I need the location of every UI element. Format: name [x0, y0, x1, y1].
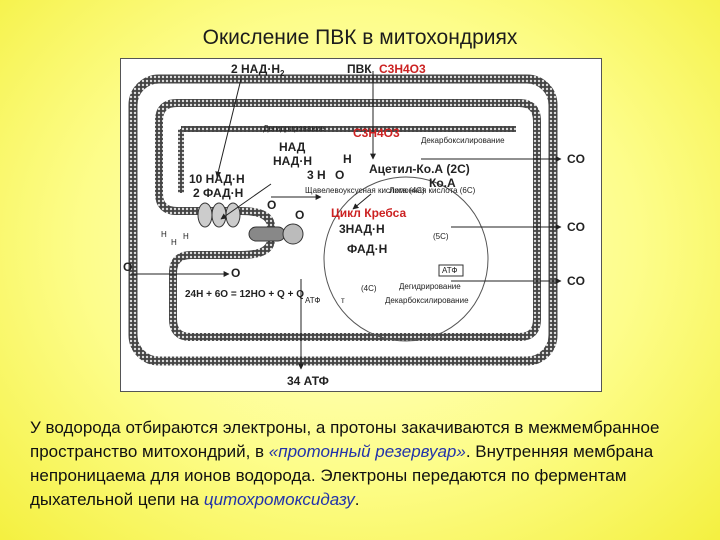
inner-membrane	[155, 99, 541, 341]
h2-label: Н	[343, 152, 352, 166]
h-plus-label: Н	[161, 230, 167, 239]
coa-label: Ко.А	[429, 176, 456, 190]
dehydro-bottom-label: Дегидрирование	[399, 282, 461, 291]
o2-label: О	[267, 198, 276, 212]
decarb-bottom-label: Декарбоксилирование	[385, 296, 469, 305]
c4-label: (4С)	[361, 284, 377, 293]
oxaloacetic-label: Щавелевоуксусная кислота (4С)	[305, 186, 425, 195]
atp-box: АТФ	[438, 264, 464, 277]
arrow	[220, 183, 272, 220]
pvk-formula: C3H4O3	[379, 62, 426, 76]
citric-label: Лимонная кислота (6С)	[389, 186, 476, 195]
water-label: 3 Н	[307, 168, 326, 182]
atp34-label: 34 АТФ	[287, 374, 329, 388]
water-tail-label: О	[335, 168, 344, 182]
outer-membrane	[128, 74, 558, 366]
nadh-label: НАД·Н	[273, 154, 312, 168]
krebs-cycle-circle	[323, 176, 489, 342]
formula-inner: C3H4O3	[353, 126, 400, 140]
h-plus-label: Н	[183, 232, 189, 241]
pvk-label: ПВК	[347, 62, 372, 76]
caption-text: У водорода отбираются электроны, а прото…	[30, 416, 706, 512]
fadh2-label: 2 ФАД·Н	[193, 186, 243, 200]
dehydrogenation-label: Дегидрирование	[263, 124, 325, 133]
arrow	[352, 193, 372, 210]
krebs-cycle-label: Цикл Кребса	[331, 206, 406, 220]
co2-label: CO	[567, 220, 585, 234]
caption-part: .	[354, 490, 360, 509]
caption-part: . Внутренняя мембрана непроницаема для и…	[30, 442, 654, 509]
o2-label: О	[231, 266, 240, 280]
o2-label: О	[295, 208, 304, 222]
nadh10-label: 10 НАД·Н	[189, 172, 245, 186]
c5-label: (5С)	[433, 232, 449, 241]
atp-synthase	[248, 223, 304, 245]
svg-text:АТФ: АТФ	[442, 266, 457, 275]
diagram-canvas: 2 НАД·Н2 ПВК C3H4O3 Дегидрирование C3H4O…	[123, 62, 585, 388]
t-label: т	[341, 296, 345, 305]
caption-highlight: цитохромоксидазу	[203, 490, 355, 509]
svg-text:2 НАД·Н2: 2 НАД·Н2	[231, 62, 285, 78]
fadh-cycle-label: ФАД·Н	[347, 242, 387, 256]
mitochondrion-diagram: 2 НАД·Н2 ПВК C3H4O3 Дегидрирование C3H4O…	[120, 58, 602, 392]
atp-small-label: АТФ	[305, 296, 320, 305]
co2-label: CO	[567, 152, 585, 166]
acetyl-coa-label: Ацетил-Ко.А (2С)	[369, 162, 470, 176]
decarboxylation-label: Декарбоксилирование	[421, 136, 505, 145]
h-plus-label: Н	[171, 238, 177, 247]
arrow	[215, 78, 242, 178]
svg-text:24Н + 6О = 12НО + Q + Q: 24Н + 6О = 12НО + Q + Q	[185, 289, 304, 300]
nad-label: НАД	[279, 140, 306, 154]
o2-label: О	[123, 260, 132, 274]
equation-label: 24Н + 6О	[185, 289, 228, 300]
nadh2-top-label: 2 НАД·Н	[231, 62, 280, 76]
carrier-protein	[197, 202, 213, 228]
nadh3-label: 3НАД·Н	[339, 222, 385, 236]
slide-title: Окисление ПВК в митохондриях	[202, 26, 518, 49]
caption-highlight: «протонный резервуар»	[268, 442, 466, 461]
caption-part: У водорода отбираются электроны, а прото…	[30, 418, 660, 461]
co2-label: CO	[567, 274, 585, 288]
carrier-protein	[211, 202, 227, 228]
